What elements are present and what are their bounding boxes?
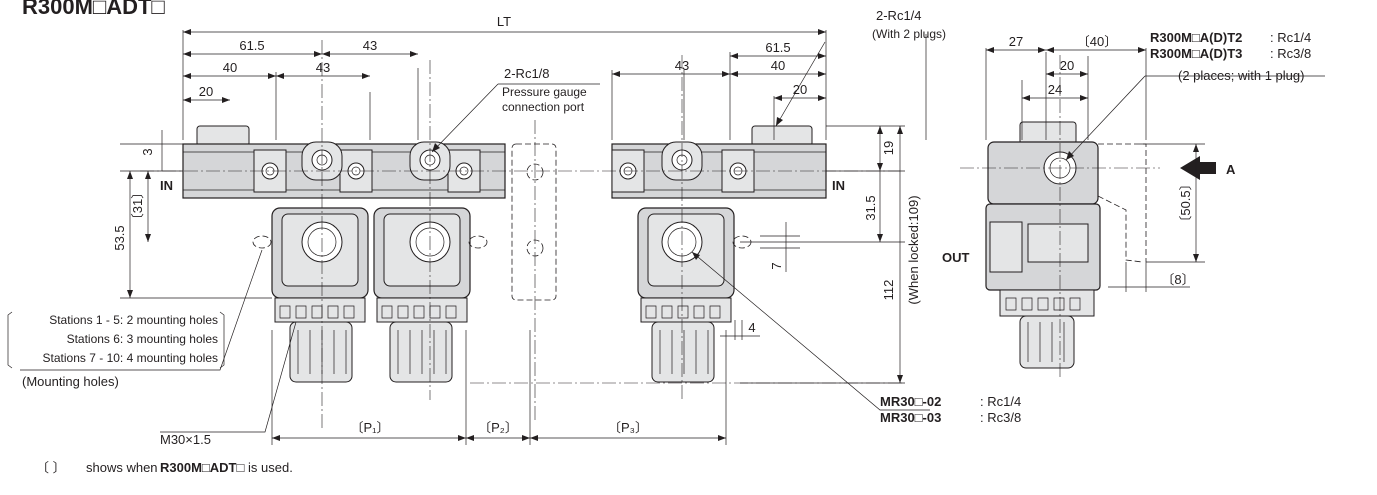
rc18-callout: 2-Rc1/8: [504, 66, 550, 81]
dim-27: 27: [1009, 34, 1023, 49]
mr02-model: MR30□-02: [880, 394, 941, 409]
dim-p2: 〔P₂〕: [478, 420, 518, 435]
dim-20-side: 20: [1060, 58, 1074, 73]
two-places-note: (2 places; with 1 plug): [1178, 68, 1304, 83]
mr03-model: MR30□-03: [880, 410, 941, 425]
mr02-value: : Rc1/4: [980, 394, 1021, 409]
r-t2-value: : Rc1/4: [1270, 30, 1311, 45]
thread-m30-label: M30×1.5: [160, 432, 211, 447]
dim-40-side: 〔40〕: [1077, 34, 1117, 49]
gauge-port-line2: connection port: [502, 100, 585, 114]
side-view: [985, 121, 1216, 369]
dim-61-5-right: 61.5: [765, 40, 790, 55]
r-t3-model: R300M□A(D)T3: [1150, 46, 1242, 61]
footnote-pre: shows when: [86, 460, 158, 475]
dim-7: 7: [769, 262, 784, 269]
dim-p1: 〔P₁〕: [350, 420, 389, 435]
a-label: A: [1226, 162, 1236, 177]
dim-3: 3: [140, 148, 155, 155]
stations-6-note: Stations 6: 3 mounting holes: [67, 332, 218, 346]
r-t3-value: : Rc3/8: [1270, 46, 1311, 61]
stations-1-5-note: Stations 1 - 5: 2 mounting holes: [49, 313, 218, 327]
dim-24-side: 24: [1048, 82, 1062, 97]
dim-50-5: 〔50.5〕: [1178, 177, 1193, 228]
dim-43-top: 43: [363, 38, 377, 53]
mr03-value: : Rc3/8: [980, 410, 1021, 425]
callout-labels: IN IN OUT A 2-Rc1/4 (With 2 plugs) 2-Rc1…: [22, 8, 1311, 447]
stations-7-10-note: Stations 7 - 10: 4 mounting holes: [43, 351, 218, 365]
in-label-right: IN: [832, 178, 845, 193]
dim-31-5: 31.5: [863, 195, 878, 220]
dim-43-mid: 43: [316, 60, 330, 75]
mounting-holes-label: (Mounting holes): [22, 374, 119, 389]
dim-40-right: 40: [771, 58, 785, 73]
dim-53-5: 53.5: [112, 225, 127, 250]
footnote-post: is used.: [248, 460, 293, 475]
footnote: 〔 〕 shows when R300M□ADT□ is used.: [36, 460, 293, 475]
dim-61-5-left: 61.5: [239, 38, 264, 53]
dim-when-locked: (When locked:109): [906, 195, 921, 304]
dim-4: 4: [748, 320, 755, 335]
dim-20-left: 20: [199, 84, 213, 99]
dim-43-right: 43: [675, 58, 689, 73]
dim-lt: LT: [497, 14, 511, 29]
dim-40-left: 40: [223, 60, 237, 75]
out-label: OUT: [942, 250, 970, 265]
left-manifold-assembly: [182, 125, 557, 383]
direction-arrow-a-icon: [1180, 156, 1216, 180]
dimension-labels: LT 61.5 43 40 43 20 43 61.5 40 20 3 〔31〕…: [112, 14, 1195, 435]
gauge-port-line1: Pressure gauge: [502, 85, 587, 99]
rc14-callout: 2-Rc1/4: [876, 8, 922, 23]
in-label-left: IN: [160, 178, 173, 193]
middle-manifold-assembly: [611, 125, 827, 383]
leader-lines: [7, 41, 1325, 433]
dim-p3: 〔P₃〕: [608, 420, 648, 435]
dimension-lines: [120, 29, 1205, 445]
dim-20-right: 20: [793, 82, 807, 97]
footnote-bracket: 〔 〕: [36, 460, 66, 475]
rc14-plugs-note: (With 2 plugs): [872, 27, 946, 41]
r-t2-model: R300M□A(D)T2: [1150, 30, 1242, 45]
dim-31: 〔31〕: [130, 186, 145, 226]
dim-19: 19: [881, 141, 896, 155]
footnote-model: R300M□ADT□: [160, 460, 244, 475]
dim-112: 112: [881, 280, 896, 301]
dim-8: 〔8〕: [1161, 272, 1194, 287]
drawing-title: R300M□ADT□: [22, 0, 165, 19]
